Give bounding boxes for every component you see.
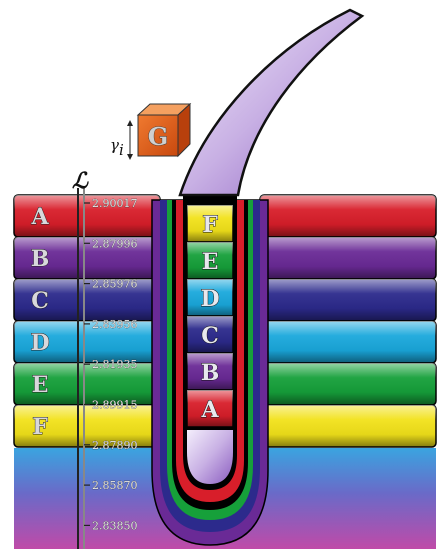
tube-cell-c: C <box>187 316 233 353</box>
scale-tick-label: 2.81935 <box>92 358 138 371</box>
tube-cell-d: D <box>187 279 233 316</box>
scale-tick-label: 2.85870 <box>92 479 138 492</box>
scale-tick-label: 2.90017 <box>92 197 138 210</box>
band-label: D <box>30 330 49 356</box>
scale-tick-label: 2.85976 <box>92 278 138 291</box>
cube-label: G <box>148 122 169 151</box>
cube-block: G <box>138 104 190 156</box>
tube-cell-label: D <box>200 286 219 312</box>
scale-symbol: ℒ <box>72 168 89 194</box>
tube-cell-label: C <box>201 323 219 349</box>
scale-ticks: 2.90017 2.87996 2.85976 2.83956 2.81935 2.899… <box>84 197 138 532</box>
scale-tick-label: 2.83956 <box>92 318 138 331</box>
tube-cell-e: E <box>187 242 233 279</box>
tube-cell-label: E <box>202 249 219 275</box>
tube-cell-label: A <box>200 397 219 423</box>
tube-cell-f: F <box>187 205 233 242</box>
tube-cell-a: A <box>187 390 233 427</box>
tube-cell-b: B <box>187 353 233 390</box>
tube-cell-label: B <box>201 360 220 386</box>
band-label: E <box>32 372 49 398</box>
scale-tick-label: 2.87890 <box>92 439 138 452</box>
band-label: C <box>31 288 49 314</box>
scale-tick-label: 2.89915 <box>92 399 138 412</box>
gamma-annotation: γ i <box>110 120 133 160</box>
scale-tick-label: 2.87996 <box>92 237 138 250</box>
gamma-label: γ <box>110 136 119 154</box>
band-label: B <box>31 246 50 272</box>
gamma-subscript: i <box>119 141 124 159</box>
band-label: F <box>32 414 48 440</box>
scale-tick-label: 2.83850 <box>92 519 138 532</box>
tube-cell-label: F <box>202 212 218 238</box>
band-label: A <box>30 204 49 230</box>
probe-cantilever <box>180 10 362 195</box>
